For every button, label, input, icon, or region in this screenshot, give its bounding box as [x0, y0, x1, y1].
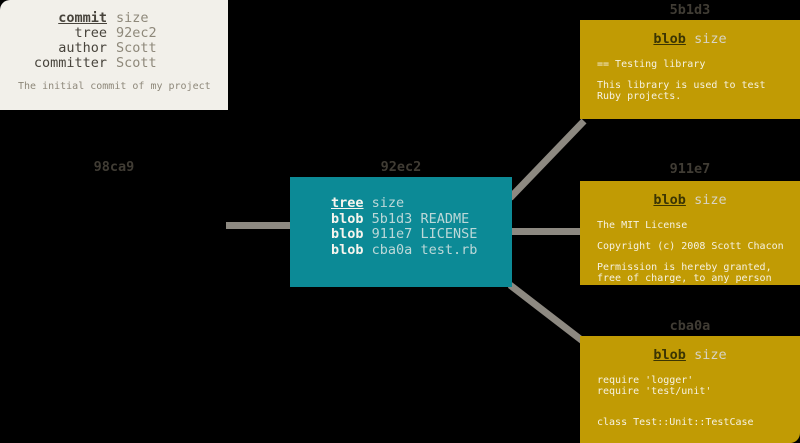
tree-entry-row: blob cba0a test.rb — [290, 241, 512, 259]
tree-size-value: size — [371, 195, 405, 211]
tree-entry-type: blob — [331, 210, 364, 227]
blob-content-line: The MIT License — [597, 220, 688, 231]
tree-entry-name: LICENSE — [420, 226, 478, 242]
blob-content: require 'logger' require 'test/unit' cla… — [580, 375, 800, 429]
commit-field-value: Scott — [116, 40, 157, 56]
blob-license-hash-label: 911e7 — [669, 161, 711, 177]
blob-size-value: size — [694, 31, 727, 47]
tree-keyword: tree — [331, 195, 364, 211]
tree-object-box: tree size blob 5b1d3 README blob 911e7 L… — [290, 177, 512, 287]
blob-testrb-hash-label: cba0a — [669, 318, 711, 334]
blob-header: blob size — [580, 32, 800, 47]
blob-content-line: class Test::Unit::TestCase — [597, 417, 754, 428]
tree-entry-row: blob 5b1d3 README — [290, 210, 512, 228]
commit-keyword: commit — [58, 10, 107, 26]
blob-keyword: blob — [653, 192, 686, 208]
blob-content-line: Copyright (c) 2008 Scott Chacon — [597, 241, 784, 252]
blob-content-line: require 'test/unit' — [597, 385, 712, 397]
tree-entry-hash: 5b1d3 — [371, 210, 413, 227]
blob-content-line: Ruby projects. — [597, 90, 682, 102]
commit-message: The initial commit of my project — [18, 81, 211, 92]
tree-header-row: tree size — [290, 195, 512, 212]
tree-entry-name: test.rb — [420, 241, 478, 258]
commit-field-key: committer — [33, 55, 107, 71]
tree-entry-type: blob — [331, 226, 364, 242]
commit-object-box: commit size tree 92ec2 author Scott comm… — [0, 0, 228, 110]
blob-content-line: free of charge, to any person — [597, 272, 772, 284]
commit-field-key: tree — [74, 25, 107, 41]
commit-field-value: Scott — [116, 55, 157, 71]
blob-license-box: blob size The MIT License Copyright (c) … — [580, 181, 800, 285]
blob-keyword: blob — [653, 31, 686, 47]
commit-fields: commit size tree 92ec2 author Scott comm… — [0, 11, 228, 71]
blob-content-line: require 'logger' — [597, 375, 694, 386]
blob-content: The MIT License Copyright (c) 2008 Scott… — [580, 220, 800, 284]
blob-readme-hash-label: 5b1d3 — [669, 2, 711, 18]
blob-header: blob size — [580, 193, 800, 208]
blob-content-line: Permission is hereby granted, — [597, 262, 772, 273]
blob-readme-box: blob size == Testing library This librar… — [580, 20, 800, 119]
tree-entry-type: blob — [331, 241, 364, 258]
blob-header: blob size — [580, 348, 800, 363]
blob-content-line: This library is used to test — [597, 80, 766, 91]
tree-entry-row: blob 911e7 LICENSE — [290, 226, 512, 243]
blob-content: == Testing library This library is used … — [580, 59, 800, 102]
commit-size-value: size — [116, 10, 149, 26]
commit-field-value: 92ec2 — [116, 25, 157, 41]
blob-size-value: size — [694, 347, 727, 363]
tree-entry-hash: 911e7 — [371, 226, 413, 242]
commit-hash-label: 98ca9 — [93, 159, 135, 175]
tree-entry-name: README — [420, 210, 470, 227]
blob-content-line — [597, 397, 800, 408]
blob-size-value: size — [694, 192, 727, 208]
blob-content-line: == Testing library — [597, 59, 706, 70]
commit-field-key: author — [58, 40, 107, 56]
tree-entry-hash: cba0a — [371, 241, 413, 258]
blob-keyword: blob — [653, 347, 686, 363]
edge-tree-to-blob-testrb — [507, 282, 587, 345]
blob-testrb-box: blob size require 'logger' require 'test… — [580, 336, 800, 443]
tree-hash-label: 92ec2 — [380, 159, 422, 175]
edge-tree-to-blob-readme — [507, 118, 587, 201]
